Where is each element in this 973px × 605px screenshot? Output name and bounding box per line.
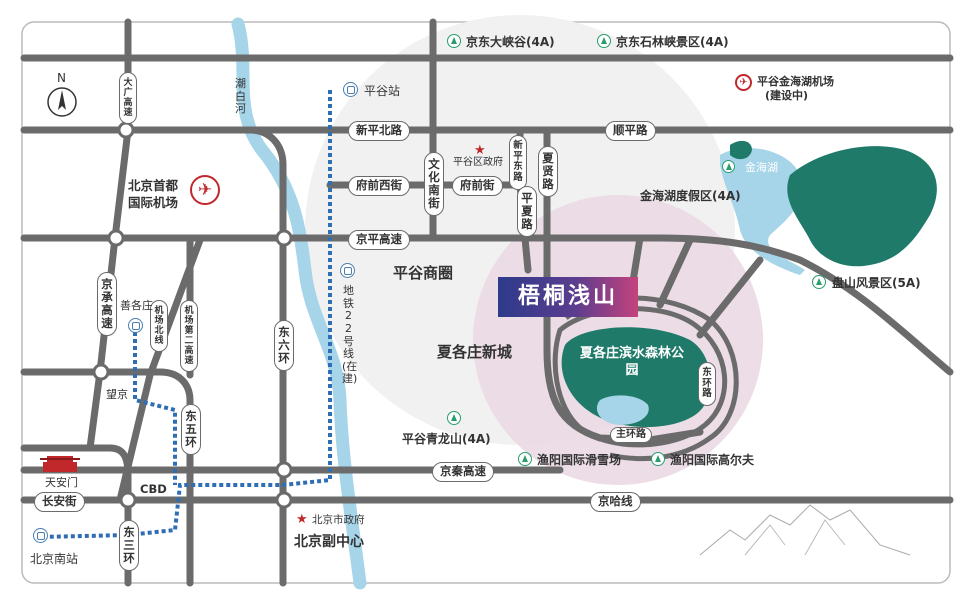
road-spur2	[656, 236, 694, 309]
label-pinggu-station: 平谷站	[364, 84, 401, 98]
label-jinhai-lake: 金海湖	[745, 161, 778, 174]
road-jingping	[20, 234, 954, 376]
junction	[275, 229, 293, 247]
ring-main	[552, 306, 728, 448]
road-label-fuqian: 府前街	[452, 176, 503, 196]
label-wangjing: 望京	[106, 388, 128, 401]
scenic-icon	[722, 160, 735, 173]
label-subway22: 地铁22号线(在建)	[342, 284, 358, 386]
mountain-sketch-2	[744, 519, 846, 556]
station-icon	[128, 318, 143, 333]
road-label-jingha: 京哈线	[590, 492, 641, 512]
label-panshan: 盘山风景区(5A)	[832, 276, 921, 290]
road-label-shunping: 顺平路	[605, 121, 656, 141]
label-pinggu-gov: 平谷区政府	[453, 157, 503, 168]
station-icon	[343, 82, 358, 97]
road-label-fuqian-west: 府前西街	[348, 176, 410, 196]
road-label-changan: 长安街	[34, 492, 85, 512]
road-label-wenhua-south: 文化南街	[424, 152, 444, 216]
ski-icon	[518, 452, 532, 466]
park-lake	[596, 395, 649, 425]
junction	[92, 363, 110, 381]
road-label-xiaxian: 夏贤路	[538, 146, 558, 197]
label-bj-gov: 北京市政府	[312, 514, 365, 526]
label-pinggu-business: 平谷商圈	[393, 264, 454, 282]
junction	[275, 461, 293, 479]
road-label-airport-north: 机场北线	[150, 300, 168, 353]
tiananmen-icon	[40, 456, 80, 472]
label-golf: 渔阳国际高尔夫	[670, 453, 755, 467]
subway-line-2	[133, 325, 177, 485]
north-arrow-icon	[58, 90, 66, 110]
road-label-ring-east: 东环路	[698, 362, 716, 406]
label-cbd: CBD	[140, 482, 167, 496]
star-icon: ★	[474, 143, 486, 158]
junction	[275, 491, 293, 509]
label-chaobai-river: 潮白河	[235, 77, 246, 116]
road-label-jingqin: 京秦高速	[432, 462, 494, 482]
station-icon	[33, 528, 48, 543]
north-label: N	[57, 71, 66, 85]
road-label-east3: 东三环	[119, 520, 139, 571]
junction	[107, 229, 125, 247]
star-icon: ★	[296, 512, 308, 527]
junction	[117, 121, 135, 139]
road-label-xinping-north: 新平北路	[348, 121, 410, 141]
label-ski: 渔阳国际滑雪场	[537, 453, 622, 467]
station-icon	[340, 263, 355, 278]
panshan-scenic-area	[787, 146, 937, 267]
road-east5	[20, 368, 194, 587]
junctions	[92, 121, 293, 509]
scenic-icon	[447, 34, 461, 48]
road-label-ring-main: 主环路	[610, 427, 652, 443]
road-label-airport2: 机场第二高速	[180, 300, 198, 373]
label-capital-airport: 北京首都国际机场	[128, 178, 179, 210]
label-qinglong: 平谷青龙山(4A)	[402, 432, 491, 446]
label-shangezhuang: 善各庄	[120, 299, 153, 312]
label-xiagezhuang-new: 夏各庄新城	[437, 343, 513, 361]
road-label-pingxia: 平夏路	[517, 186, 537, 237]
scenic-icon	[812, 275, 826, 289]
golf-icon	[651, 452, 665, 466]
road-label-daguang: 大广高速	[119, 72, 137, 125]
label-bj-south: 北京南站	[30, 552, 79, 566]
road-label-xinping-east: 新平东路	[509, 135, 527, 190]
jinhai-hill	[730, 140, 752, 160]
label-subcenter: 北京副中心	[294, 534, 364, 550]
road-east6	[246, 126, 287, 587]
junction	[119, 491, 137, 509]
scenic-icon	[447, 411, 461, 425]
label-stone-forest: 京东石林峡景区(4A)	[616, 35, 729, 49]
road-label-jingping: 京平高速	[348, 230, 410, 250]
label-tiananmen: 天安门	[45, 476, 78, 489]
road-airport-north	[116, 236, 204, 504]
label-jinhai-airport: 平谷金海湖机场	[757, 75, 834, 88]
label-jinhai-airport-note: (建设中)	[765, 89, 809, 102]
label-jinhai-resort: 金海湖度假区(4A)	[640, 189, 741, 203]
road-label-east6: 东六环	[274, 320, 294, 371]
scenic-icon	[597, 34, 611, 48]
airplane-icon: ✈	[735, 74, 752, 91]
label-park: 夏各庄滨水森林公园	[579, 346, 684, 378]
label-grand-canyon: 京东大峡谷(4A)	[466, 35, 555, 49]
road-label-jingcheng: 京承高速	[97, 272, 117, 336]
airport-icon: ✈	[190, 175, 220, 205]
mountain-sketch	[699, 504, 911, 556]
road-label-east5: 东五环	[181, 404, 201, 455]
jinhai-lake-water	[720, 147, 805, 275]
project-brand: 梧桐浅山	[498, 277, 638, 317]
